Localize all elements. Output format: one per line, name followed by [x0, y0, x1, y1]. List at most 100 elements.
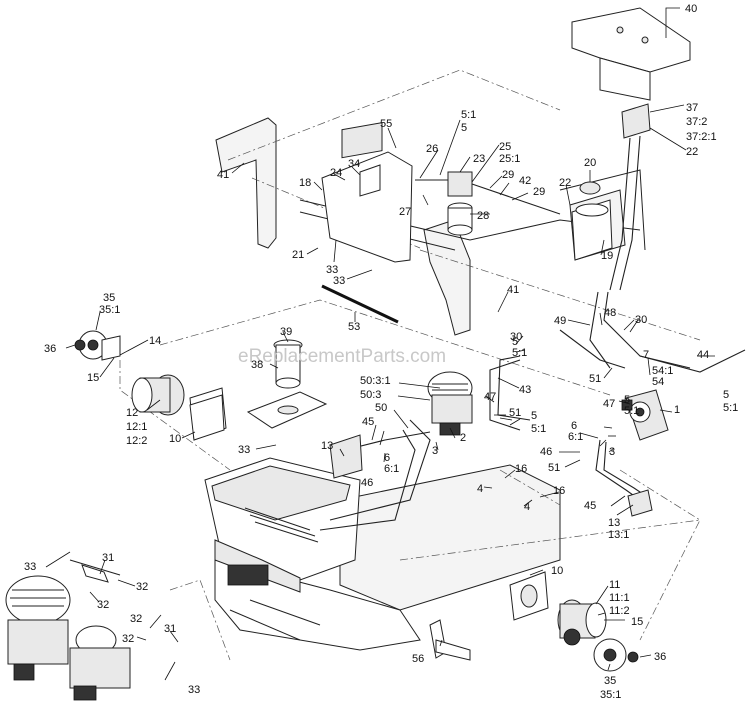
- callout-45: 45: [584, 500, 596, 512]
- callout-15: 15: [87, 372, 99, 384]
- callout-5-1: 5:1: [723, 402, 738, 414]
- callout-37-2: 37:2: [686, 116, 707, 128]
- callout-30: 30: [635, 314, 647, 326]
- callout-46: 46: [361, 477, 373, 489]
- callout-23: 23: [473, 153, 485, 165]
- callout-19: 19: [601, 250, 613, 262]
- callout-5-1: 5:1: [461, 109, 476, 121]
- callout-22: 22: [559, 177, 571, 189]
- callout-22: 22: [686, 146, 698, 158]
- callout-5: 5: [512, 336, 518, 348]
- callout-3: 3: [432, 445, 438, 457]
- callout-50-3: 50:3: [360, 389, 381, 401]
- callout-46: 46: [540, 446, 552, 458]
- callout-15: 15: [631, 616, 643, 628]
- callout-36: 36: [44, 343, 56, 355]
- callout-51: 51: [589, 373, 601, 385]
- callout-40: 40: [685, 3, 697, 15]
- callout-13: 13: [321, 440, 333, 452]
- callout-35-1: 35:1: [99, 304, 120, 316]
- callout-51: 51: [509, 407, 521, 419]
- callout-6-1: 6:1: [384, 463, 399, 475]
- callout-10: 10: [169, 433, 181, 445]
- callout-34: 34: [348, 158, 360, 170]
- callout-37: 37: [686, 102, 698, 114]
- callout-11-2: 11:2: [609, 605, 630, 617]
- callout-44: 44: [697, 349, 709, 361]
- callout-4: 4: [477, 483, 483, 495]
- callout-53: 53: [348, 321, 360, 333]
- callout-2: 2: [460, 432, 466, 444]
- callout-32: 32: [97, 599, 109, 611]
- hopper-illustration: [204, 457, 361, 593]
- callout-33: 33: [333, 275, 345, 287]
- bracket-56-illustration: [429, 619, 471, 661]
- pump-2-illustration: [427, 371, 473, 436]
- callout-6: 6: [571, 420, 577, 432]
- callout-29: 29: [502, 169, 514, 181]
- pump-1-illustration: [621, 389, 669, 441]
- leader-lines: [45, 7, 715, 681]
- callout-13-1: 13:1: [608, 529, 629, 541]
- callout-12: 12: [126, 407, 138, 419]
- callout-25: 25: [499, 141, 511, 153]
- callout-7: 7: [643, 349, 649, 361]
- callout-6-1: 6:1: [568, 431, 583, 443]
- callout-18: 18: [299, 177, 311, 189]
- callout-10: 10: [551, 565, 563, 577]
- callout-50-3-1: 50:3:1: [360, 375, 391, 387]
- callout-6: 6: [384, 452, 390, 464]
- callout-27: 27: [399, 206, 411, 218]
- callout-56: 56: [412, 653, 424, 665]
- callout-50: 50: [375, 402, 387, 414]
- callout-43: 43: [519, 384, 531, 396]
- callout-42: 42: [519, 175, 531, 187]
- callout-38: 38: [251, 359, 263, 371]
- motor-11-illustration: [557, 599, 607, 646]
- callout-28: 28: [477, 210, 489, 222]
- callout-5-1: 5:1: [624, 405, 639, 417]
- top-bracket-illustration: [571, 7, 691, 101]
- callout-55: 55: [380, 118, 392, 130]
- callout-49: 49: [554, 315, 566, 327]
- spinner-39-illustration: [246, 339, 328, 429]
- callout-33: 33: [188, 684, 200, 696]
- callout-41: 41: [507, 284, 519, 296]
- callout-32: 32: [130, 613, 142, 625]
- callout-5: 5: [461, 122, 467, 134]
- callout-30: 30: [510, 331, 522, 343]
- callout-41: 41: [217, 169, 229, 181]
- callout-54: 54: [652, 376, 664, 388]
- callout-labels: 40 37 37:2 37:2:1 22 55 5:1 5 25 25:1 26…: [24, 3, 738, 701]
- callout-47: 47: [603, 398, 615, 410]
- callout-54-1: 54:1: [652, 365, 673, 377]
- reservoir-mount-illustration: [609, 103, 651, 291]
- callout-12-2: 12:2: [126, 435, 147, 447]
- callout-5: 5: [723, 389, 729, 401]
- gasket-10-illustration: [189, 394, 549, 621]
- callout-31: 31: [164, 623, 176, 635]
- callout-13: 13: [608, 517, 620, 529]
- hub-35-right-illustration: [593, 638, 639, 672]
- hydraulic-hoses-illustration: [319, 291, 746, 531]
- callout-35-1: 35:1: [600, 689, 621, 701]
- hub-35-left-illustration: [74, 330, 121, 361]
- callout-48: 48: [604, 307, 616, 319]
- callout-37-2-1: 37:2:1: [686, 131, 717, 143]
- callout-35: 35: [604, 675, 616, 687]
- callout-32: 32: [136, 581, 148, 593]
- callout-32: 32: [122, 633, 134, 645]
- callout-14: 14: [149, 335, 161, 347]
- callout-1: 1: [674, 404, 680, 416]
- callout-20: 20: [584, 157, 596, 169]
- callout-45: 45: [362, 416, 374, 428]
- callout-31: 31: [102, 552, 114, 564]
- callout-5-1: 5:1: [531, 423, 546, 435]
- callout-5: 5: [624, 394, 630, 406]
- callout-33: 33: [238, 444, 250, 456]
- reservoir-19-illustration: [571, 181, 613, 261]
- callout-47: 47: [484, 391, 496, 403]
- callout-51: 51: [548, 462, 560, 474]
- callout-5-1: 5:1: [512, 347, 527, 359]
